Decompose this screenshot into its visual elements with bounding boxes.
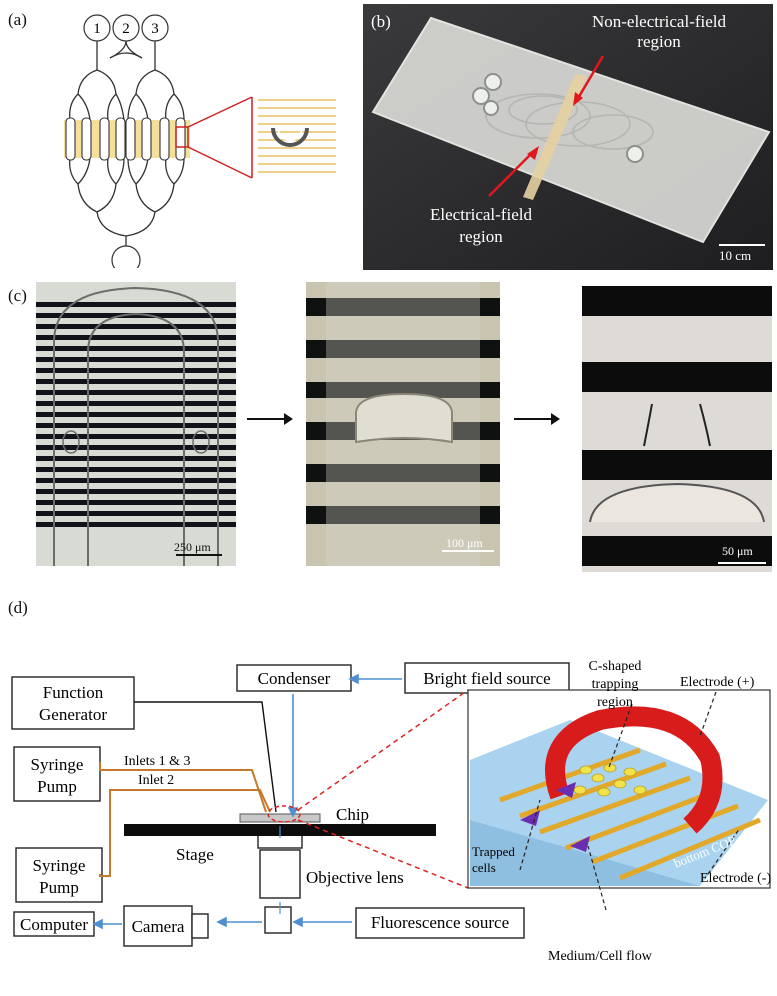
- arrow-c2: [514, 418, 554, 420]
- syringe-pump-2-box: [15, 847, 103, 903]
- condenser-box: [236, 664, 352, 692]
- chip-photo: (b) Non-electrical-field region Electric…: [363, 4, 773, 270]
- c-shaped-label-1: C-shaped: [589, 659, 642, 674]
- c-shaped-label-2: trapping: [592, 677, 639, 692]
- cells: [573, 763, 647, 797]
- inlet-1-label: 1: [93, 21, 101, 37]
- syringe-pump-1-label-1: Syringe: [31, 755, 84, 774]
- panel-a-label: (a): [8, 10, 27, 29]
- inlet-2-label: Inlet 2: [138, 773, 174, 788]
- annotation-top-line2: region: [637, 32, 681, 51]
- arrow-c1: [247, 418, 287, 420]
- function-generator-label-1: Function: [43, 683, 104, 702]
- filter-cube: [264, 906, 292, 934]
- electrode-minus-label: Electrode (-): [700, 871, 771, 886]
- annotation-top-line1: Non-electrical-field: [591, 12, 727, 31]
- scale-text-c3: 50 μm: [722, 544, 753, 558]
- scale-text-c1: 250 μm: [174, 540, 211, 554]
- inlet-3-label: 3: [151, 21, 159, 37]
- c-shaped-trap: [545, 706, 723, 834]
- fluorescence-box: [355, 907, 525, 939]
- micrograph-2: 100 μm: [306, 282, 500, 566]
- panel-d-label: (d): [8, 598, 28, 617]
- fluorescence-label: Fluorescence source: [371, 913, 509, 932]
- syringe-pump-1-box: [13, 746, 101, 802]
- zoom-box: [175, 126, 189, 148]
- function-generator-box: [11, 676, 135, 730]
- c-shaped-label-3: region: [597, 695, 633, 710]
- chip-on-stage: [239, 813, 321, 823]
- annotation-bottom-line2: region: [459, 227, 503, 246]
- electrical-field-label: Electrical-field region: [411, 204, 551, 248]
- annotation-bottom-line1: Electrical-field: [430, 205, 532, 224]
- scale-text-b: 10 cm: [719, 248, 752, 263]
- experimental-setup-diagram: Condenser Bright field source Function G…: [11, 659, 771, 964]
- chip-label: Chip: [336, 805, 369, 824]
- micrograph-3: 50 μm: [582, 286, 772, 572]
- glass-slide: [371, 16, 771, 244]
- computer-label: Computer: [20, 915, 88, 934]
- scale-text-c2: 100 μm: [446, 536, 483, 550]
- microfluidic-chip-schematic: 1 2 3: [64, 14, 336, 268]
- scale-bar-b: [719, 244, 765, 246]
- bright-field-label: Bright field source: [423, 669, 550, 688]
- electrode-plus-label: Electrode (+): [680, 675, 755, 690]
- channel-network: [69, 40, 185, 248]
- syringe-pump-2-label-1: Syringe: [33, 856, 86, 875]
- electrode-lines: [36, 302, 236, 527]
- syringe-pump-1-label-2: Pump: [37, 777, 77, 796]
- bright-field-box: [404, 662, 570, 694]
- outlet-circle: [111, 245, 141, 268]
- camera-label: Camera: [132, 917, 185, 936]
- inlets-13-label: Inlets 1 & 3: [124, 754, 191, 769]
- syringe-pump-2-label-2: Pump: [39, 878, 79, 897]
- function-generator-label-2: Generator: [39, 705, 107, 724]
- objective-lens-body: [259, 849, 301, 899]
- trap-chambers: [65, 117, 186, 161]
- non-electrical-field-label: Non-electrical-field region: [559, 12, 759, 52]
- trapped-label-1: Trapped: [472, 844, 515, 859]
- camera-box: [123, 905, 193, 947]
- condenser-label: Condenser: [258, 669, 331, 688]
- panel-c-label: (c): [8, 286, 27, 305]
- electrode-strip: [523, 74, 587, 200]
- objective-label: Objective lens: [306, 868, 404, 887]
- trapped-label-2: cells: [472, 860, 496, 875]
- zoom-inset: [258, 99, 336, 173]
- computer-box: [13, 911, 95, 937]
- flow-label: Medium/Cell flow: [548, 949, 653, 964]
- panel-b-label: (b): [371, 12, 391, 31]
- micrograph-1: 250 μm: [36, 282, 236, 566]
- stage-label: Stage: [176, 845, 214, 864]
- top-cop-label: top COP: [472, 724, 517, 739]
- inlet-2-label: 2: [122, 21, 130, 37]
